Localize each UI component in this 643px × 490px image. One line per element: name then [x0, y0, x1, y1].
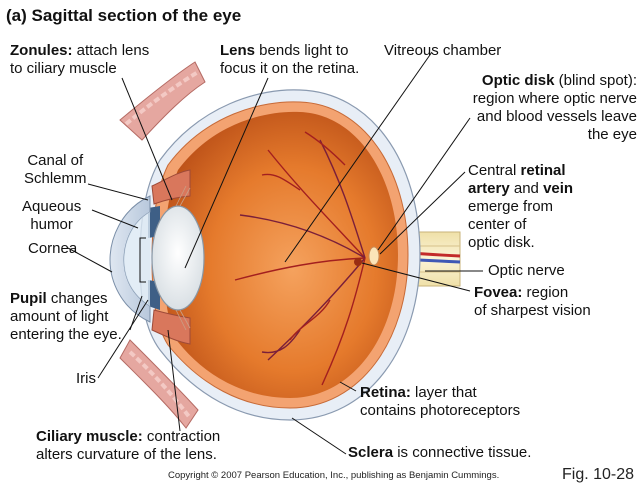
label-zonules-text2: to ciliary muscle [10, 60, 117, 77]
figure-number: Fig. 10-28 [562, 466, 635, 483]
label-central-retinal-artery-vein: Central retinal artery and vein emerge f… [468, 162, 573, 252]
label-iris: Iris [76, 370, 96, 387]
label-optic-disk: Optic disk (blind spot): region where op… [473, 72, 637, 144]
label-central-text5: optic disk. [468, 234, 535, 251]
leader-lines [67, 51, 483, 455]
label-fovea-text2: of sharpest vision [474, 302, 591, 319]
label-fovea-term: Fovea: [474, 284, 523, 301]
zonule-fibers [175, 185, 191, 331]
label-pupil-text2: amount of light [10, 308, 109, 325]
lens-shape [151, 205, 205, 311]
label-sclera-text1: is connective tissue. [393, 444, 532, 461]
label-aqueous-text1: Aqueous [22, 198, 82, 215]
pupil-bracket [139, 237, 146, 283]
label-pupil-text1: changes [46, 290, 108, 307]
label-aqueous-humor: Aqueous humor [22, 198, 81, 234]
label-ciliary-muscle: Ciliary muscle: contraction alters curva… [36, 428, 220, 464]
label-fovea: Fovea: region of sharpest vision [474, 284, 591, 320]
retinal-vessels [234, 131, 366, 386]
optic-disk-spot [368, 246, 380, 266]
label-vitreous-chamber: Vitreous chamber [384, 42, 502, 59]
label-aqueous-text2: humor [30, 216, 73, 233]
label-lens-text1: bends light to [255, 42, 349, 59]
label-sclera: Sclera is connective tissue. [348, 444, 531, 462]
label-lens: Lens bends light to focus it on the reti… [220, 42, 359, 78]
label-optic-disk-text3: and blood vessels leave [476, 108, 637, 125]
fovea-spot [354, 258, 362, 266]
diagram-title: (a) Sagittal section of the eye [6, 6, 242, 25]
upper-extraocular-muscle [119, 61, 206, 141]
label-retina-term: Retina: [360, 384, 411, 401]
label-optic-nerve: Optic nerve [488, 262, 565, 279]
label-canal-of-schlemm: Canal of Schlemm [24, 152, 87, 188]
label-central-term1: retinal [520, 162, 566, 179]
label-pupil-term: Pupil [10, 290, 47, 307]
label-optic-disk-term: Optic disk [481, 72, 555, 89]
label-zonules-term: Zonules: [10, 42, 73, 59]
lower-extraocular-muscle [119, 339, 199, 429]
label-zonules: Zonules: attach lens to ciliary muscle [10, 42, 149, 78]
label-retina: Retina: layer that contains photorecepto… [360, 384, 520, 420]
label-retina-text2: contains photoreceptors [360, 402, 521, 419]
label-ciliary-term: Ciliary muscle: [36, 428, 143, 445]
label-ciliary-text1: contraction [142, 428, 221, 445]
label-lens-text2: focus it on the retina. [220, 60, 360, 77]
label-optic-disk-text1: (blind spot): [554, 72, 637, 89]
label-retina-text1: layer that [410, 384, 477, 401]
label-optic-disk-text4: the eye [587, 126, 637, 143]
label-zonules-text1: attach lens [72, 42, 150, 59]
label-central-term3: vein [543, 180, 574, 197]
copyright-notice: Copyright © 2007 Pearson Education, Inc.… [168, 470, 500, 481]
label-ciliary-text2: alters curvature of the lens. [36, 446, 217, 463]
label-optic-disk-text2: region where optic nerve [472, 90, 637, 107]
label-lens-term: Lens [220, 42, 256, 59]
label-central-text4: center of [468, 216, 527, 233]
label-central-mid: and [509, 180, 544, 197]
label-cornea: Cornea [28, 240, 78, 257]
label-sclera-term: Sclera [348, 444, 394, 461]
label-canal-text2: Schlemm [24, 170, 87, 187]
label-central-term2: artery [468, 180, 510, 197]
label-canal-text1: Canal of [27, 152, 84, 169]
label-pupil-text3: entering the eye. [10, 326, 122, 343]
label-pupil: Pupil changes amount of light entering t… [10, 290, 122, 344]
label-central-pre: Central [468, 162, 521, 179]
label-central-text3: emerge from [468, 198, 554, 215]
label-fovea-text1: region [522, 284, 569, 301]
